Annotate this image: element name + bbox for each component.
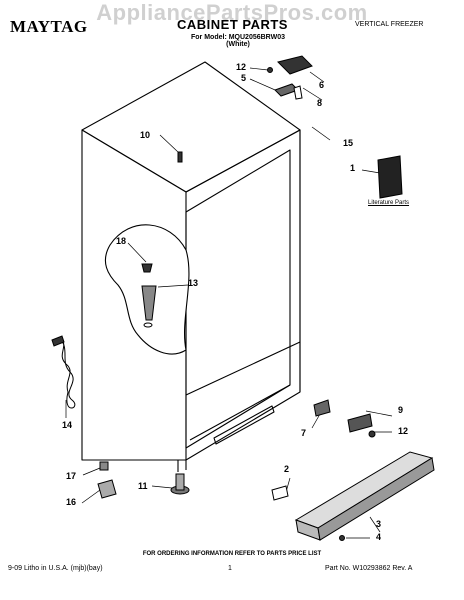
callout-9: 9 (398, 405, 404, 415)
ordering-note: FOR ORDERING INFORMATION REFER TO PARTS … (142, 551, 322, 557)
callout-12-top: 12 (236, 62, 247, 72)
callout-13: 13 (188, 278, 199, 288)
callout-3: 3 (376, 519, 382, 529)
callout-2: 2 (284, 464, 290, 474)
callout-4: 4 (376, 532, 382, 542)
brand-logo: MAYTAG (10, 17, 88, 36)
page-subtitle: VERTICAL FREEZER (355, 21, 424, 28)
color-line: (White) (226, 41, 250, 48)
callout-5: 5 (241, 73, 247, 83)
callout-8: 8 (317, 98, 323, 108)
page-title: CABINET PARTS (177, 17, 288, 32)
callout-18: 18 (116, 236, 127, 246)
model-line: For Model: MQU2056BRW03 (191, 34, 285, 41)
callout-1: 1 (350, 163, 356, 173)
callout-7: 7 (301, 428, 307, 438)
part-number: Part No. W10293862 Rev. A (325, 565, 413, 572)
literature-parts-label: Literature Parts (368, 200, 410, 206)
callout-15: 15 (343, 138, 354, 148)
callout-10: 10 (140, 130, 151, 140)
callout-11: 11 (138, 481, 148, 491)
model-info: For Model: MQU2056BRW03 (White) (183, 34, 293, 48)
callout-14: 14 (62, 420, 73, 430)
litho-info: 9-09 Litho in U.S.A. (mjb)(bay) (8, 565, 103, 572)
callout-17: 17 (66, 471, 77, 481)
callout-6: 6 (319, 80, 325, 90)
callout-16: 16 (66, 497, 77, 507)
callout-12-bottom: 12 (398, 426, 409, 436)
page-number: 1 (228, 565, 232, 572)
